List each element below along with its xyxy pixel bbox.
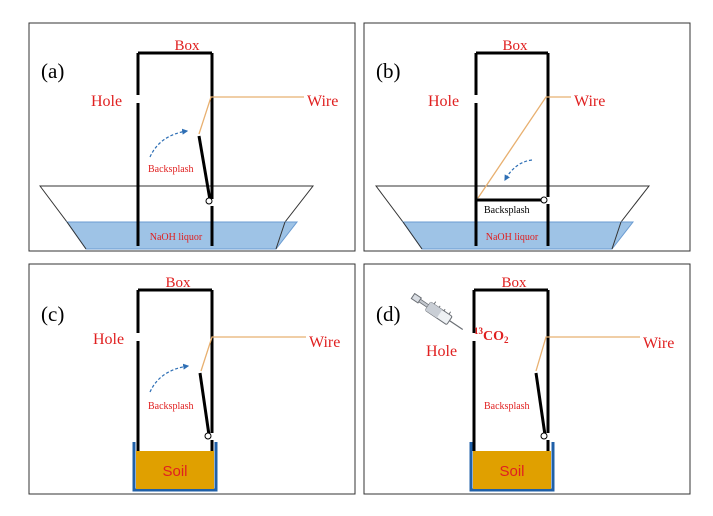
panel-a: (a) NaOH liquor Box Hole Wire Backsplash: [28, 22, 356, 252]
gas-formula: CO: [483, 329, 504, 344]
base-label: Soil: [162, 463, 187, 480]
hole-label: Hole: [93, 331, 124, 348]
base-label: NaOH liquor: [486, 232, 539, 243]
base-label: Soil: [499, 463, 524, 480]
panel-d: (d) Soil Box Hole 13CO2 Wire Backsplash: [363, 263, 691, 495]
panel-tag: (b): [376, 59, 401, 83]
hinge-icon: [540, 432, 548, 440]
soil-container: [132, 442, 218, 492]
soil: [136, 451, 214, 489]
wire: [477, 96, 571, 199]
box-label: Box: [165, 275, 191, 291]
box-label: Box: [502, 38, 528, 54]
backsplash-label: Backsplash: [148, 164, 194, 175]
syringe-icon: [410, 292, 464, 331]
wire: [535, 336, 640, 372]
panel-tag: (c): [41, 302, 64, 326]
wire: [198, 96, 304, 135]
hinge-icon: [205, 197, 213, 205]
panel-frame: [28, 263, 356, 495]
box-label: Box: [174, 38, 200, 54]
panel-tag: (d): [376, 302, 401, 326]
backsplash-flap: [534, 372, 547, 436]
tray-wall-left: [66, 221, 87, 250]
tray-wall-right: [611, 221, 622, 250]
soil-container: [469, 442, 555, 492]
wire-label: Wire: [643, 335, 674, 352]
backsplash-flap: [198, 372, 211, 436]
tray-wall-left: [402, 221, 423, 250]
tray-outline: [375, 185, 651, 223]
backsplash-label: Backsplash: [484, 205, 530, 216]
panel-tag: (a): [41, 59, 64, 83]
gas-mass: 13: [474, 326, 484, 336]
backsplash-flap: [197, 135, 212, 201]
hole-label: Hole: [91, 93, 122, 110]
gas-label: 13CO2: [474, 326, 509, 345]
swing-arrow: [149, 128, 189, 158]
wire: [200, 336, 306, 372]
soil: [473, 451, 551, 489]
hole-label: Hole: [428, 93, 459, 110]
swing-arrow: [504, 159, 533, 182]
panel-frame: [28, 22, 356, 252]
tray-wall-right: [275, 221, 286, 250]
backsplash-label: Backsplash: [484, 401, 530, 412]
swing-arrow: [149, 363, 190, 393]
panel-frame: [363, 263, 691, 495]
panel-c: (c) Soil Box Hole Wire Backsplash: [28, 263, 356, 495]
hole-label: Hole: [426, 343, 457, 360]
wire-label: Wire: [574, 93, 605, 110]
wire-label: Wire: [309, 334, 340, 351]
base-label: NaOH liquor: [150, 232, 203, 243]
backsplash-label: Backsplash: [148, 401, 194, 412]
panel-b: (b) NaOH liquor Box Hole Wire Backsplash: [363, 22, 691, 252]
box-label: Box: [501, 275, 527, 291]
hinge-icon: [540, 196, 548, 204]
tray-outline: [39, 185, 315, 223]
panel-frame: [363, 22, 691, 252]
gas-subscript: 2: [504, 335, 509, 345]
wire-label: Wire: [307, 93, 338, 110]
hinge-icon: [204, 432, 212, 440]
